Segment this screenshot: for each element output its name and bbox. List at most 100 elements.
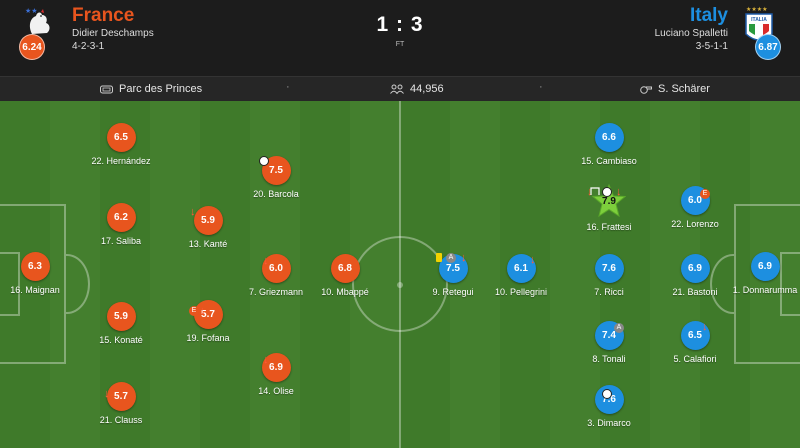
player-name: 15. Konaté	[99, 335, 143, 345]
referee-name: S. Schärer	[658, 83, 710, 95]
home-team-name[interactable]: France	[72, 5, 135, 26]
player-name: 8. Tonali	[592, 354, 626, 364]
substitution-arrow-icon: ↓	[461, 252, 467, 264]
home-formation: 4-2-3-1	[72, 41, 105, 52]
yellow-card-icon	[436, 253, 442, 262]
player-rating-badge: 6.2	[106, 203, 136, 232]
ball-icon	[602, 187, 612, 197]
player-name: 3. Dimarco	[587, 418, 631, 428]
player-fra[interactable]: 6.5 22. Hernández	[71, 123, 171, 166]
player-rating-badge: 7.9	[592, 184, 626, 218]
player-rating-badge: 7.5	[438, 254, 468, 283]
player-fra[interactable]: 6.8 10. Mbappé	[295, 254, 395, 297]
ball-icon	[602, 389, 612, 399]
player-name: 16. Maignan	[10, 285, 60, 295]
player-name: 20. Barcola	[253, 189, 299, 199]
player-rating-badge: 5.7	[106, 382, 136, 411]
player-fra[interactable]: 6.2 17. Saliba	[71, 203, 171, 246]
player-ita[interactable]: 7.5 9. Retegui	[403, 254, 503, 297]
away-team-name[interactable]: Italy	[689, 5, 728, 26]
player-name: 7. Griezmann	[248, 287, 304, 297]
player-fra[interactable]: 5.7 19. Fofana	[158, 300, 258, 343]
player-name: 13. Kanté	[188, 239, 228, 249]
substitution-arrow-icon: ↓	[616, 186, 622, 198]
player-rating-badge: 6.9	[680, 254, 710, 283]
assist-icon: A	[614, 323, 624, 333]
match-header: ★★ 6.24 France Didier Deschamps 4-2-3-1 …	[0, 0, 800, 76]
player-fra[interactable]: 5.7 21. Clauss	[71, 382, 171, 425]
referee-info: S. Schärer	[640, 83, 710, 95]
player-rating-badge: 6.6	[594, 123, 624, 152]
svg-text:ITALIA: ITALIA	[751, 17, 767, 23]
svg-text:★★★★: ★★★★	[746, 6, 768, 13]
player-name: 1. Donnarumma	[732, 285, 798, 295]
player-name: 15. Cambiaso	[581, 156, 637, 166]
player-rating-badge: 6.5	[680, 321, 710, 350]
away-team-rating: 6.87	[755, 34, 781, 60]
player-ita[interactable]: 6.9 21. Bastoni	[645, 254, 745, 297]
player-fra[interactable]: 5.9 15. Konaté	[71, 302, 171, 345]
attendance-info: 44,956	[390, 83, 444, 95]
substitution-arrow-icon: ↓	[190, 206, 196, 218]
goalpost-icon	[590, 187, 600, 198]
substitution-arrow-icon: ↓	[587, 186, 593, 198]
left-penalty-area	[0, 204, 66, 364]
player-name: 9. Retegui	[432, 287, 474, 297]
attendance-value: 44,956	[410, 83, 444, 95]
player-ita[interactable]: 6.9 1. Donnarumma	[715, 252, 800, 295]
away-coach: Luciano Spalletti	[654, 28, 728, 39]
player-name: 17. Saliba	[100, 236, 142, 246]
attendance-icon	[390, 84, 404, 94]
ball-icon	[259, 156, 269, 166]
match-info-bar: Parc des Princes · 44,956 · S. Schärer	[0, 76, 800, 101]
substitution-arrow-icon: ↓	[200, 305, 206, 317]
player-name: 14. Olise	[258, 386, 294, 396]
player-fra[interactable]: 6.0 7. Griezmann	[226, 254, 326, 297]
match-status: FT	[395, 41, 405, 48]
stadium-icon	[100, 85, 113, 94]
info-separator: ·	[539, 81, 543, 93]
player-rating-badge: 6.5	[106, 123, 136, 152]
home-team-rating: 6.24	[19, 34, 45, 60]
player-fra[interactable]: 6.9 14. Olise	[226, 353, 326, 396]
substitution-arrow-icon: ↓	[530, 254, 536, 266]
left-goal-area	[0, 252, 20, 316]
player-name: 22. Hernández	[91, 156, 151, 166]
stadium-name: Parc des Princes	[119, 83, 203, 95]
player-name: 10. Mbappé	[321, 287, 369, 297]
player-rating-badge: 5.9	[106, 302, 136, 331]
player-rating-value: 7.9	[602, 195, 616, 207]
player-rating-badge: 7.6	[594, 254, 624, 283]
right-goal-area	[780, 252, 800, 316]
star-icon	[592, 184, 626, 218]
own-goal-icon: E	[700, 189, 710, 199]
substitution-arrow-icon: ↓	[263, 255, 269, 267]
player-rating-badge: 6.8	[330, 254, 360, 283]
player-ita[interactable]: 6.1 10. Pellegrini	[471, 254, 571, 297]
player-name: 21. Bastoni	[672, 287, 718, 297]
player-rating-badge: 6.9	[750, 252, 780, 281]
player-rating-badge: 6.0	[261, 254, 291, 283]
player-ita[interactable]: 6.6 15. Cambiaso	[559, 123, 659, 166]
away-formation: 3-5-1-1	[695, 41, 728, 52]
player-name: 10. Pellegrini	[494, 287, 548, 297]
right-penalty-area	[734, 204, 800, 364]
substitution-arrow-icon: ↓	[702, 321, 708, 333]
player-rating-badge: 5.7	[193, 300, 223, 329]
player-name: 19. Fofana	[186, 333, 230, 343]
player-name: 21. Clauss	[99, 415, 143, 425]
player-rating-badge: 6.9	[261, 353, 291, 382]
player-rating-badge: 6.1	[506, 254, 536, 283]
stadium-info: Parc des Princes	[100, 83, 202, 95]
home-coach: Didier Deschamps	[72, 28, 154, 39]
match-score: 1 : 3	[376, 13, 424, 36]
